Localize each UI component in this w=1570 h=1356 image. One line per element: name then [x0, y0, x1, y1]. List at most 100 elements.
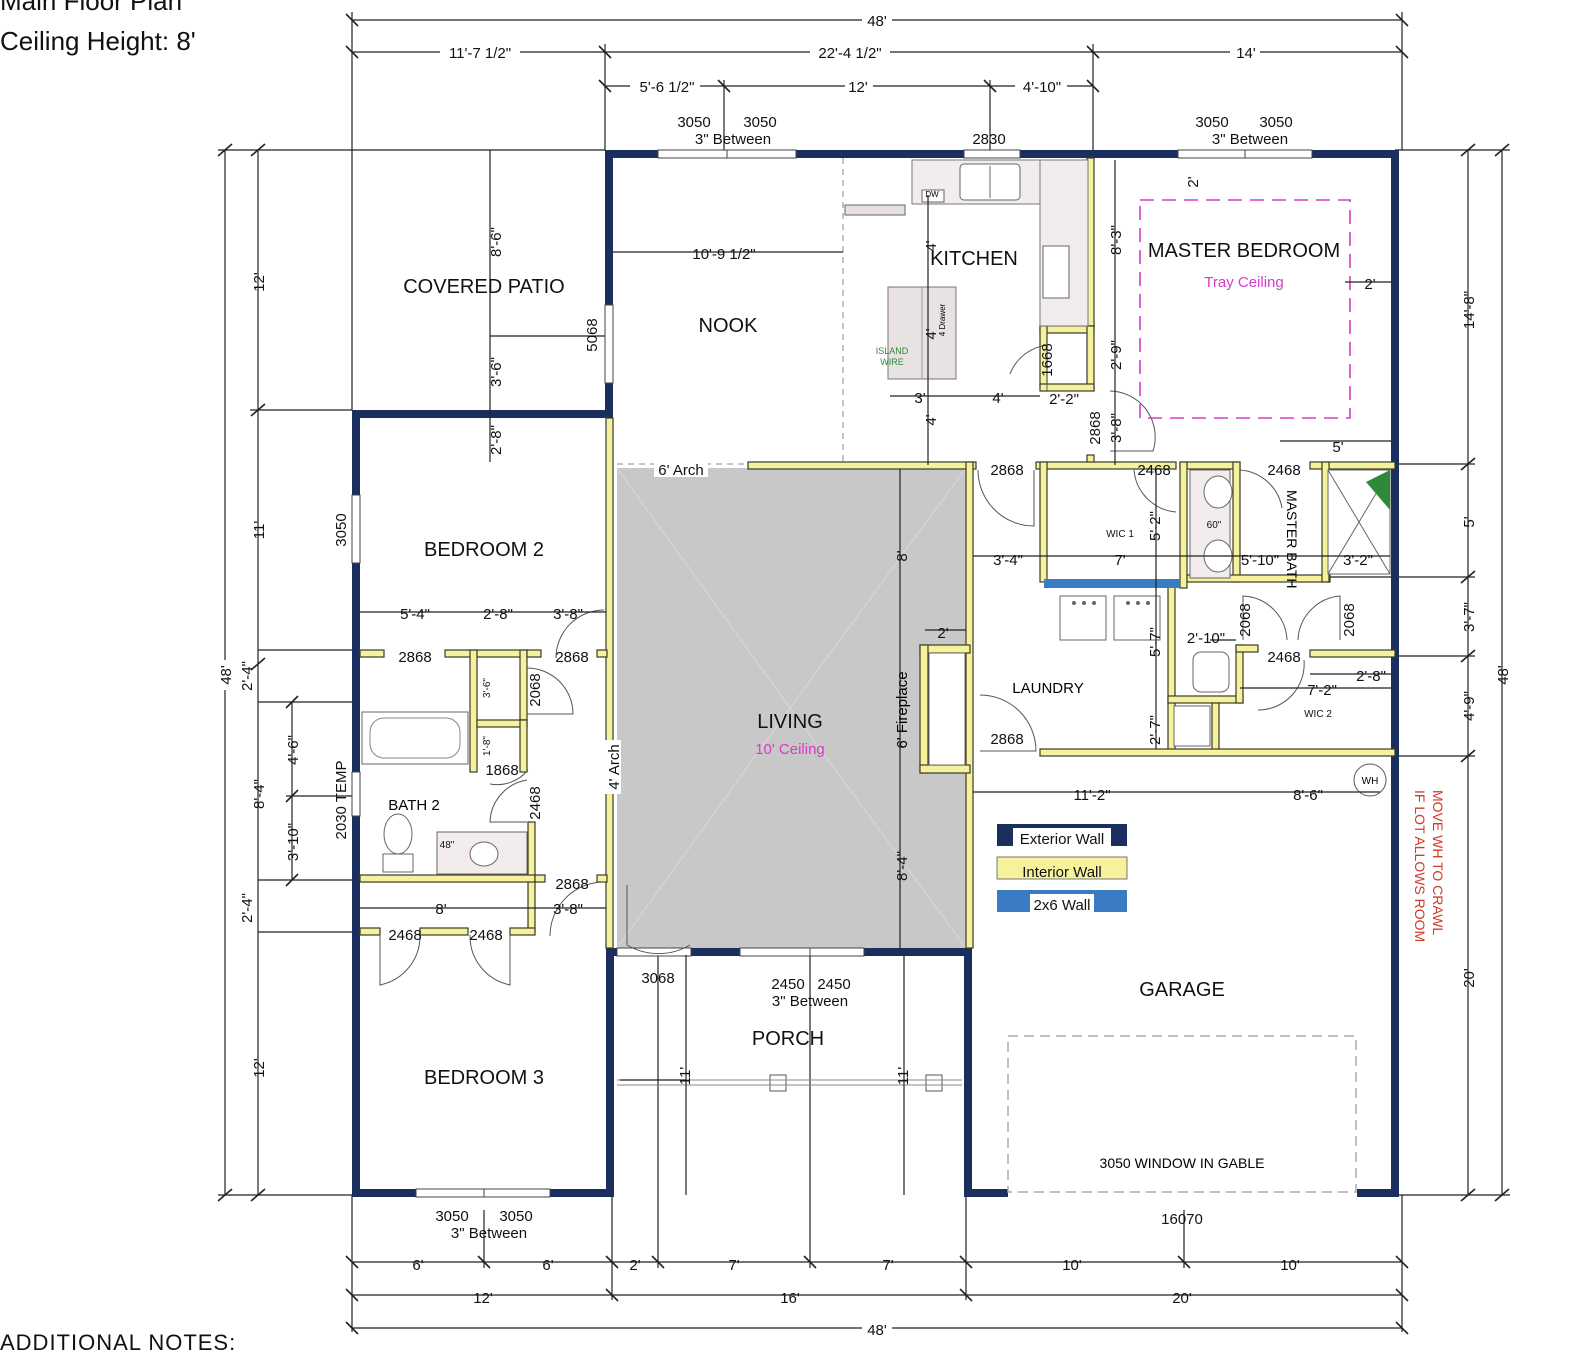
plan-title: Main Floor Plan: [0, 0, 183, 16]
dim-right-4: 4'-9": [1461, 691, 1478, 721]
interior-dimension-labels: 8'-6" 3'-6" 2'-8" 10'-9 1/2" 4' 4' 3' 4'…: [388, 176, 1386, 1085]
door-b2-2868-a: 2868: [398, 649, 431, 666]
dim-top-seg2: 22'-4 1/2": [818, 45, 881, 62]
dim-lau-27: 2'-7": [1147, 715, 1164, 745]
dim-right-5: 20': [1461, 968, 1478, 988]
dim-bottom-r1-6: 10': [1062, 1257, 1082, 1274]
gable-window-label: 3050 WINDOW IN GABLE: [1100, 1155, 1265, 1171]
door-lau-2868: 2868: [990, 731, 1023, 748]
living-ceiling-lines: [616, 467, 967, 949]
dim-bottom-r1-1: 6': [412, 1257, 423, 1274]
dim-left-bath-1: 4'-6": [285, 735, 302, 765]
win-nook-between: 3" Between: [695, 131, 771, 148]
water-heater-label: WH: [1362, 776, 1379, 787]
garage-door-code: 16070: [1161, 1211, 1203, 1228]
dim-lau-57: 5'-7": [1147, 627, 1164, 657]
dim-pantry-22: 2'-2": [1049, 391, 1079, 408]
room-bath-2: BATH 2: [388, 797, 439, 814]
room-kitchen: KITCHEN: [930, 248, 1018, 270]
dim-mb-38: 3'-8": [1108, 413, 1125, 443]
dim-top-sub2: 12': [848, 79, 868, 96]
win-bed3-b: 3050: [499, 1208, 532, 1225]
dim-bed2-54: 5'-4": [400, 606, 430, 623]
opening-labels: 3050 3050 3" Between 2830 3050 3050 3" B…: [333, 114, 1293, 1242]
win-master-between: 3" Between: [1212, 131, 1288, 148]
room-laundry: LAUNDRY: [1012, 680, 1083, 697]
vanity-48: 48": [440, 840, 455, 851]
additional-notes-label: ADDITIONAL NOTES:: [0, 1330, 237, 1355]
fireplace-label: 6' Fireplace: [894, 671, 911, 748]
dim-patio-h: 8'-6": [488, 227, 505, 257]
dim-right-overall: 48': [1495, 665, 1512, 685]
dim-b2-36: 3'-6": [482, 678, 493, 698]
win-nook-top-a: 3050: [677, 114, 710, 131]
door-b2-2068: 2068: [527, 673, 544, 706]
dim-living-8: 8': [894, 550, 911, 561]
dim-mb-2b: 2': [1364, 276, 1375, 293]
dim-top-overall: 48': [867, 13, 887, 30]
dim-top-seg3: 14': [1236, 45, 1256, 62]
warning-line-2: IF LOT ALLOWS ROOM: [1412, 790, 1428, 942]
room-garage: GARAGE: [1139, 979, 1225, 1001]
room-bedroom-2: BEDROOM 2: [424, 539, 544, 561]
tray-ceiling-label: Tray Ceiling: [1204, 274, 1283, 291]
warning-note: MOVE WH TO CRAWL IF LOT ALLOWS ROOM: [1412, 790, 1446, 942]
door-2468-b: 2468: [1267, 462, 1300, 479]
win-kitchen-top: 2830: [972, 131, 1005, 148]
dim-bottom-r2-3: 20': [1172, 1290, 1192, 1307]
drawer-label: 4 Drawer: [938, 303, 947, 336]
dim-bottom-r1-3: 2': [629, 1257, 640, 1274]
dim-patio-h2: 3'-6": [488, 357, 505, 387]
pantry-door: 1668: [1039, 343, 1056, 376]
dim-b3-38: 3'-8": [553, 901, 583, 918]
dim-nook-w: 10'-9 1/2": [692, 246, 755, 263]
room-wic-1: WIC 1: [1106, 529, 1134, 540]
door-2468-a: 2468: [1137, 462, 1170, 479]
wall-legend: Exterior Wall Interior Wall 2x6 Wall: [996, 824, 1128, 914]
fixtures: [361, 159, 1391, 1092]
dim-top-sub1: 5'-6 1/2": [640, 79, 695, 96]
dim-gar-112: 11'-2": [1073, 787, 1110, 804]
dim-left-outer-3: 12': [251, 1058, 268, 1078]
living-ceiling-label: 10' Ceiling: [755, 741, 825, 758]
win-nook-top-b: 3050: [743, 114, 776, 131]
bottom-dimensions: 6' 6' 2' 7' 7' 10' 10' 12' 16' 20' 48': [345, 955, 1409, 1339]
dim-mb-2a: 2': [1185, 176, 1202, 187]
dim-b3-8: 8': [435, 901, 446, 918]
garage-door-outline: [1007, 1035, 1357, 1193]
room-master-bedroom: MASTER BEDROOM: [1148, 240, 1340, 262]
win-bed2-side: 3050: [333, 513, 350, 546]
room-nook: NOOK: [699, 315, 759, 337]
door-b2-2868-b: 2868: [555, 649, 588, 666]
room-living: LIVING: [757, 711, 823, 733]
dim-lau-34: 3'-4": [993, 552, 1023, 569]
room-labels: COVERED PATIO NOOK KITCHEN MASTER BEDROO…: [388, 190, 1378, 1171]
dim-bottom-r1-4: 7': [728, 1257, 739, 1274]
dim-top-seg1: 11'-7 1/2": [449, 45, 511, 62]
dim-bottom-r1-7: 10': [1280, 1257, 1300, 1274]
dim-kitchen-4a: 4': [923, 240, 940, 251]
dim-right-3: 3'-7": [1461, 602, 1478, 632]
win-bath-side: 2030 TEMP: [333, 761, 350, 840]
dim-wic2-28: 2'-8": [1356, 668, 1386, 685]
dim-bottom-r2-1: 12': [473, 1290, 493, 1307]
dim-kitchen-3: 3': [914, 390, 925, 407]
dim-left-inner-3: 2'-4": [239, 893, 256, 923]
dim-wic1-52: 5'-2": [1147, 511, 1164, 541]
dim-left-bath-2: 3'-10": [285, 823, 302, 861]
room-master-bath: MASTER BATH: [1284, 490, 1300, 589]
dim-kitchen-4b: 4': [923, 328, 940, 339]
door-2468-c: 2468: [1267, 649, 1300, 666]
dim-bed2-top: 2'-8": [488, 425, 505, 455]
room-covered-patio: COVERED PATIO: [403, 276, 565, 298]
door-2868-a: 2868: [990, 462, 1023, 479]
dim-porch-11b: 11': [895, 1067, 912, 1086]
dim-wic2-72: 7'-2": [1307, 682, 1337, 699]
ceiling-height: Ceiling Height: 8': [0, 26, 196, 56]
interior-walls: [359, 157, 1396, 949]
dim-gar-86: 8'-6": [1293, 787, 1323, 804]
dim-porch-11a: 11': [677, 1067, 694, 1086]
living-floor: [617, 468, 966, 948]
dim-left-inner-2: 8'-4": [251, 779, 268, 809]
